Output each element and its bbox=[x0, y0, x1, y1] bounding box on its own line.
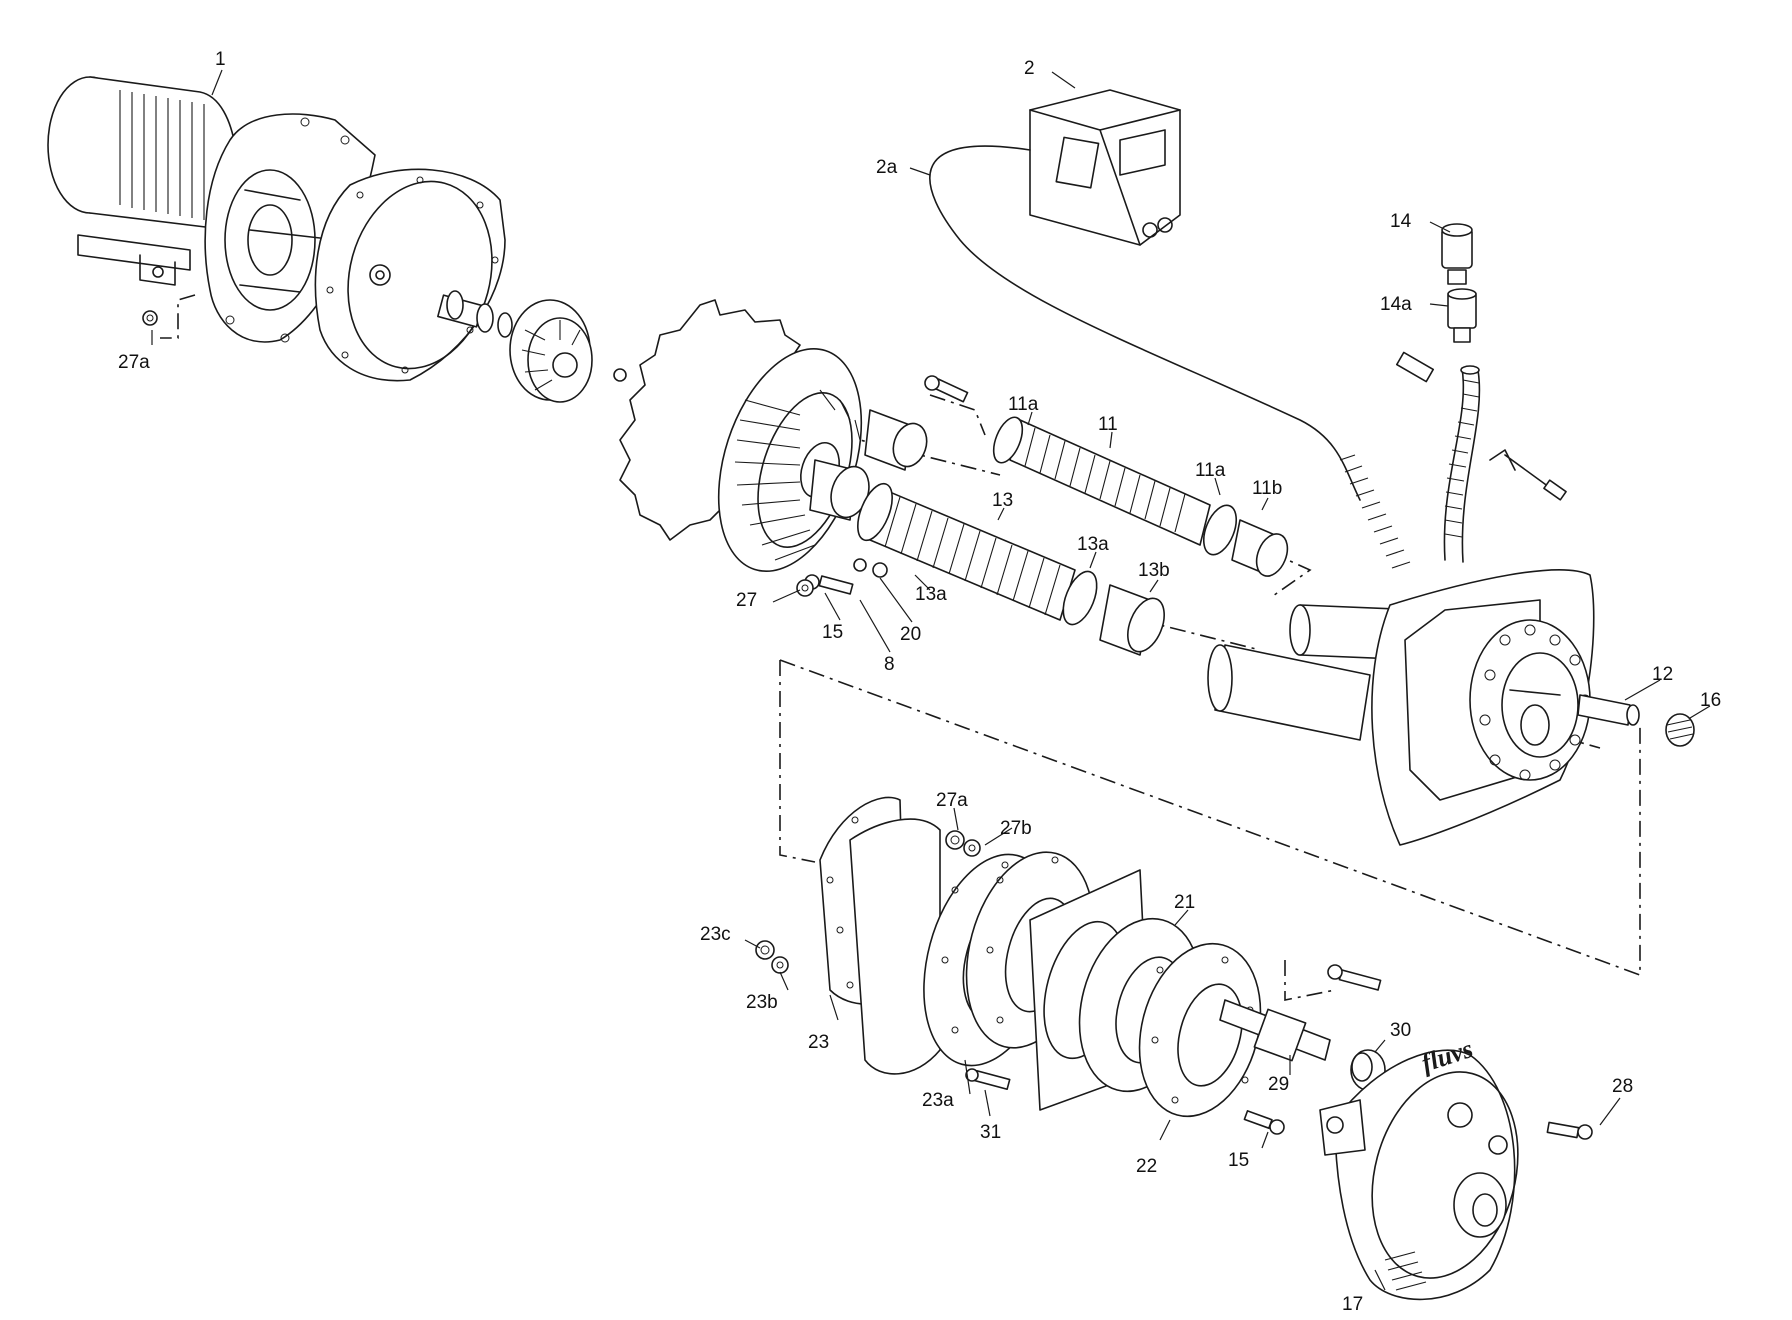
label-8: 8 bbox=[884, 654, 895, 675]
label-16: 16 bbox=[1700, 690, 1721, 711]
cable bbox=[929, 145, 1361, 501]
label-13b: 13b bbox=[1138, 560, 1170, 581]
label-2a: 2a bbox=[876, 157, 898, 178]
label-17: 17 bbox=[1342, 1294, 1363, 1315]
callout-labels: 1 2 2a 14 14a 27a 11a 11 11a 11b 13 13a … bbox=[118, 49, 1721, 1315]
label-13: 13 bbox=[992, 490, 1013, 511]
label-20: 20 bbox=[900, 624, 921, 645]
control-box bbox=[1029, 89, 1181, 246]
fan-impeller bbox=[509, 299, 627, 403]
label-30: 30 bbox=[1390, 1020, 1411, 1041]
flexible-tube-lower bbox=[857, 482, 1098, 626]
label-23c: 23c bbox=[700, 924, 731, 945]
nozzle bbox=[1577, 694, 1640, 726]
sleeve-upper bbox=[864, 409, 928, 471]
label-13a-right: 13a bbox=[1077, 534, 1109, 555]
label-31: 31 bbox=[980, 1122, 1001, 1143]
block-23 bbox=[849, 818, 941, 1075]
pressure-switch bbox=[1441, 223, 1473, 285]
label-27a-lower: 27a bbox=[936, 790, 968, 811]
washers-27a-27b bbox=[945, 830, 981, 857]
label-23: 23 bbox=[808, 1032, 829, 1053]
label-27a-top: 27a bbox=[118, 352, 150, 373]
flexible-tube-upper bbox=[992, 416, 1238, 556]
label-11: 11 bbox=[1098, 414, 1118, 435]
label-23a: 23a bbox=[922, 1090, 954, 1111]
label-27: 27 bbox=[736, 590, 757, 611]
label-22: 22 bbox=[1136, 1156, 1157, 1177]
screw-lower bbox=[804, 558, 888, 595]
label-1: 1 bbox=[215, 49, 226, 70]
label-11b: 11b bbox=[1252, 478, 1282, 499]
label-14: 14 bbox=[1390, 211, 1412, 232]
label-23b: 23b bbox=[746, 992, 778, 1013]
label-15-upper: 15 bbox=[822, 622, 843, 643]
label-11a-left: 11a bbox=[1008, 394, 1039, 415]
label-21: 21 bbox=[1174, 892, 1195, 913]
label-13a-left: 13a bbox=[915, 584, 947, 605]
label-27b: 27b bbox=[1000, 818, 1032, 839]
coiled-cable bbox=[1339, 454, 1411, 569]
ring-22 bbox=[1138, 942, 1262, 1118]
coupling bbox=[437, 290, 513, 338]
label-11a-right: 11a bbox=[1195, 460, 1226, 481]
screw-upper bbox=[924, 375, 969, 403]
shaft-29 bbox=[1219, 999, 1331, 1062]
spring bbox=[1665, 713, 1695, 747]
screw-28 bbox=[1546, 1121, 1593, 1140]
flexible-hose bbox=[1443, 365, 1481, 563]
bolt-27-15 bbox=[796, 579, 814, 597]
label-14a: 14a bbox=[1380, 294, 1412, 315]
screw-15-lower bbox=[1243, 1110, 1285, 1135]
screw-upper-right bbox=[1327, 964, 1382, 991]
burner-cover: fluvs bbox=[1319, 1034, 1519, 1301]
label-2: 2 bbox=[1024, 58, 1035, 79]
sleeve-lower bbox=[809, 459, 870, 521]
label-28: 28 bbox=[1612, 1076, 1633, 1097]
air-diffuser-disc bbox=[717, 347, 863, 573]
screw-31 bbox=[965, 1068, 1011, 1091]
washers-23b-23c bbox=[755, 940, 789, 974]
bolt-27a-top bbox=[142, 310, 158, 326]
label-12: 12 bbox=[1652, 664, 1673, 685]
burner-head-housing bbox=[1371, 569, 1595, 846]
leader-lines bbox=[151, 69, 1711, 1291]
mounting-flange bbox=[619, 299, 801, 541]
fitting bbox=[1447, 288, 1477, 343]
label-29: 29 bbox=[1268, 1074, 1289, 1095]
motor bbox=[47, 76, 376, 343]
tube-end-lower bbox=[1099, 584, 1165, 656]
small-valve bbox=[1395, 351, 1567, 501]
label-15-lower: 15 bbox=[1228, 1150, 1249, 1171]
fan-housing-plate bbox=[314, 168, 506, 382]
burner-tube-lower bbox=[1207, 644, 1371, 741]
tube-end-upper bbox=[1231, 519, 1289, 577]
